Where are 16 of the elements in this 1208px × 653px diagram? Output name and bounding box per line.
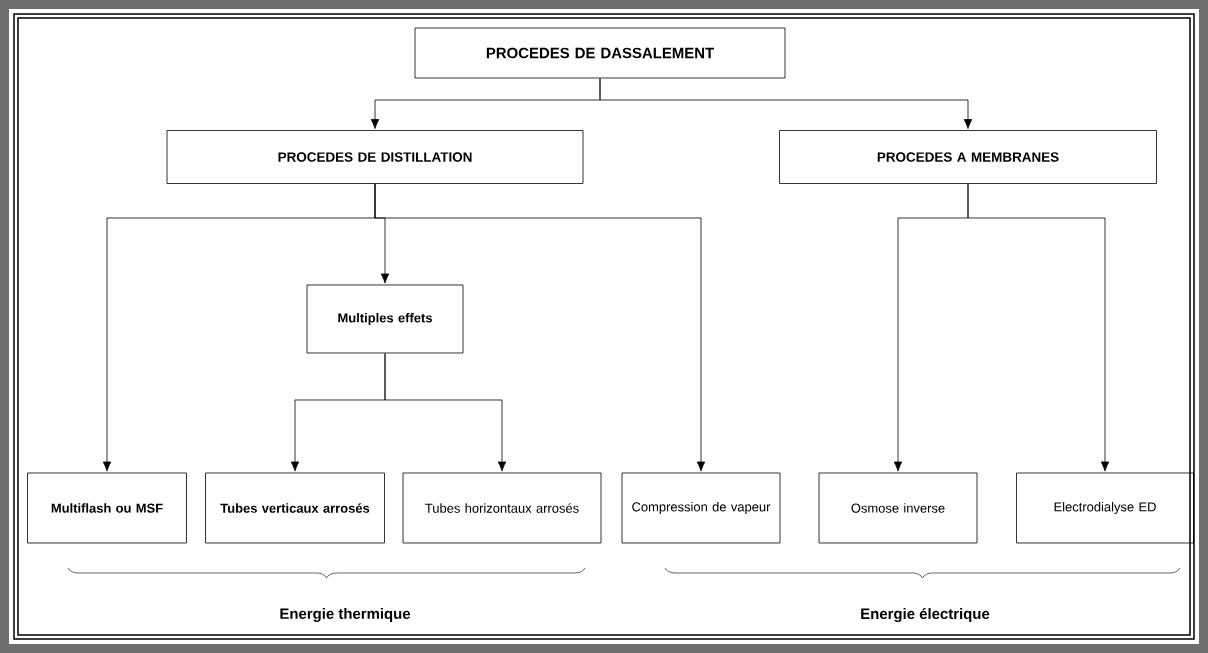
- process-box: Electrodialyse ED: [1016, 472, 1194, 544]
- arrow: [599, 78, 973, 129]
- arrow: [967, 183, 1110, 472]
- process-box: Multiflash ou MSF: [27, 472, 187, 544]
- process-box: Osmose inverse: [818, 472, 978, 544]
- arrow: [384, 353, 507, 472]
- caption: Energie thermique: [280, 608, 411, 622]
- process-box: PROCEDES DE DASSALEMENT: [414, 27, 786, 79]
- process-box: Tubes verticaux arrosés: [205, 472, 385, 544]
- process-box: Tubes horizontaux arrosés: [402, 472, 602, 544]
- process-box: PROCEDES A MEMBRANES: [779, 130, 1157, 184]
- process-box: Compression de vapeur: [621, 472, 781, 544]
- process-box: Multiples effets: [306, 284, 464, 354]
- arrow: [374, 183, 706, 472]
- process-box: PROCEDES DE DISTILLATION: [166, 130, 584, 184]
- caption: Energie électrique: [861, 607, 990, 623]
